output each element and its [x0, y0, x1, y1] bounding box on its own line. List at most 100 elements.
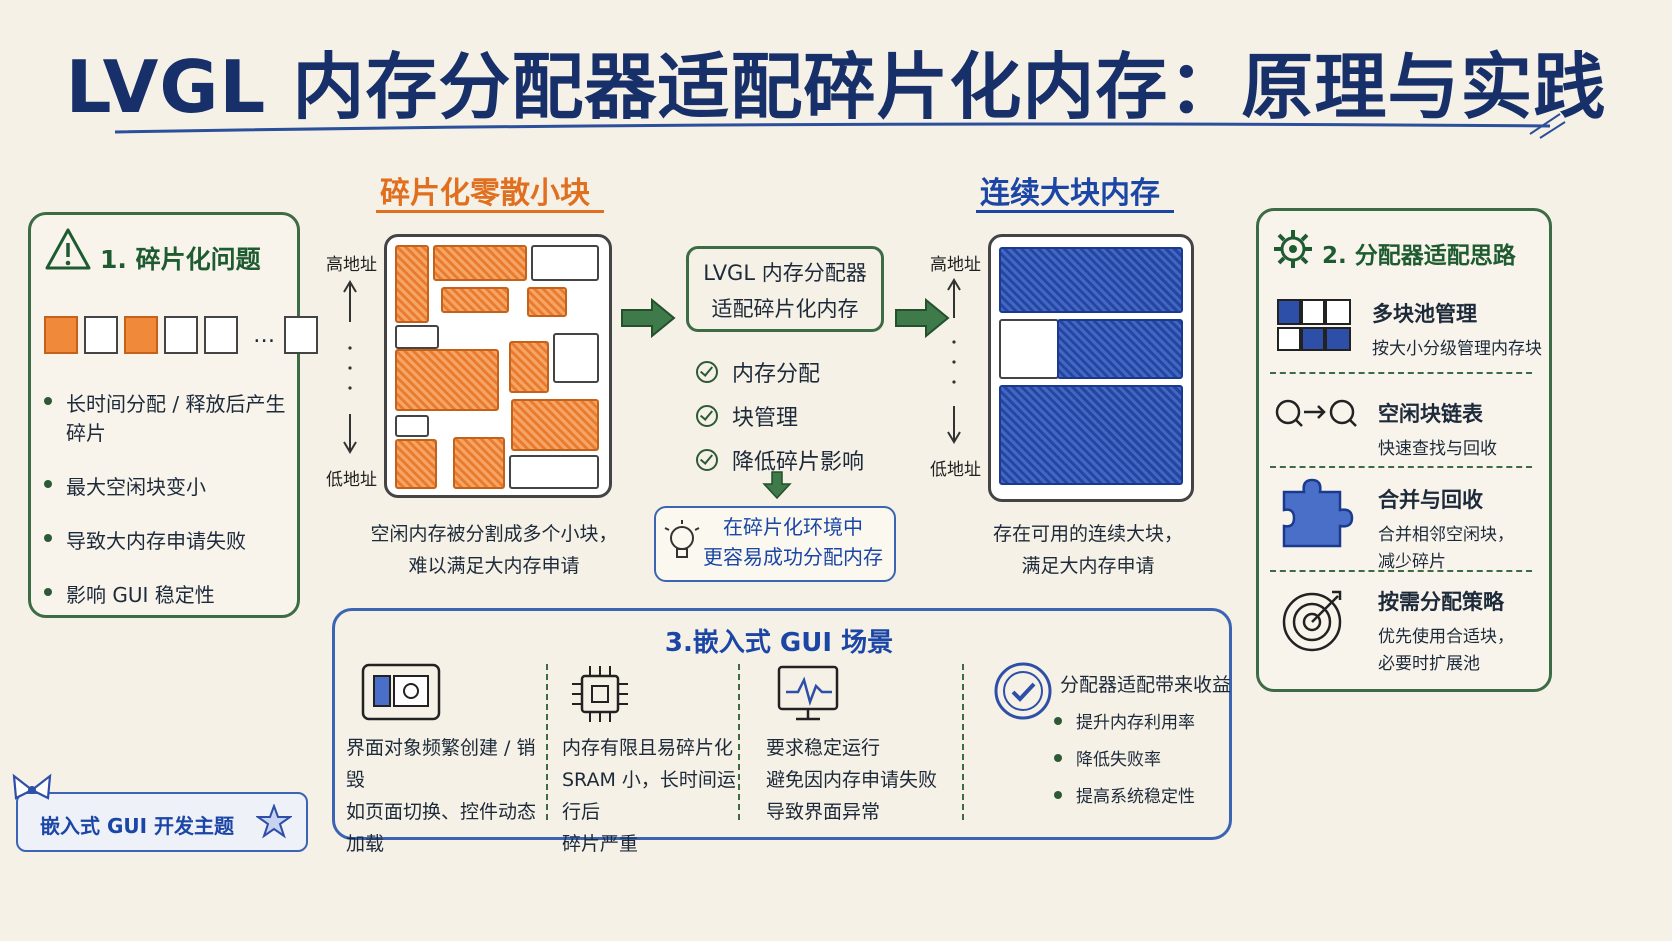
free-block — [395, 415, 429, 437]
used-block — [433, 245, 527, 281]
benefit-item: 提升内存利用率 — [1050, 708, 1220, 733]
contiguous-memory-map — [988, 234, 1194, 502]
fragmented-underline — [376, 210, 604, 213]
bow-icon — [12, 773, 52, 800]
high-address-label: 高地址 — [930, 255, 981, 275]
used-block — [453, 437, 505, 489]
warning-icon — [45, 228, 91, 270]
strategy-desc: 必要时扩展池 — [1378, 654, 1480, 674]
contiguous-caption-line: 存在可用的连续大块， — [992, 523, 1183, 545]
puzzle-icon — [1282, 478, 1354, 548]
right-arrow-icon — [621, 298, 676, 338]
strategy-item: 按需分配策略 优先使用合适块， 必要时扩展池 — [1378, 586, 1542, 674]
check-icon — [696, 361, 718, 383]
allocator-box-line: 适配碎片化内存 — [711, 297, 859, 321]
tip-line: 更容易成功分配内存 — [703, 545, 883, 569]
allocator-strategy-panel — [1256, 208, 1552, 692]
strategy-item: 合并与回收 合并相邻空闲块， 减少碎片 — [1378, 484, 1542, 572]
free-block — [509, 455, 599, 489]
problem-list: 长时间分配 / 释放后产生碎片 最大空闲块变小 导致大内存申请失败 影响 GUI… — [40, 388, 290, 633]
target-icon — [1282, 590, 1342, 652]
divider — [1270, 570, 1532, 572]
used-block — [509, 341, 549, 393]
scenario-line: 避免因内存申请失败 — [766, 769, 938, 791]
scenario-column: 内存有限且易碎片化 SRAM 小，长时间运行后 碎片严重 — [562, 732, 738, 860]
strategy-desc: 快速查找与回收 — [1378, 439, 1497, 459]
low-address-label: 低地址 — [930, 460, 981, 480]
used-block — [395, 245, 429, 323]
scenario-line: 碎片严重 — [562, 833, 639, 855]
fragmented-heading: 碎片化零散小块 — [380, 176, 590, 211]
screen-icon — [361, 663, 441, 721]
free-block — [395, 325, 439, 349]
tip-box — [654, 506, 896, 582]
free-block — [999, 319, 1059, 379]
high-address-label: 高地址 — [326, 255, 377, 275]
chip-icon — [572, 666, 628, 722]
free-block — [553, 333, 599, 383]
check-icon — [696, 405, 718, 427]
title-underline — [114, 113, 1566, 139]
problem-item: 影响 GUI 稳定性 — [40, 579, 290, 608]
topic-tag-label: 嵌入式 GUI 开发主题 — [40, 814, 235, 838]
fragment-squares: … — [44, 316, 324, 354]
divider — [1270, 372, 1532, 374]
scenario-line: 如页面切换、控件动态加载 — [346, 801, 537, 855]
page-title: LVGL 内存分配器适配碎片化内存：原理与实践 — [65, 45, 1607, 129]
feature-label: 降低碎片影响 — [732, 450, 865, 475]
tip-line: 在碎片化环境中 — [723, 515, 863, 539]
used-block — [395, 439, 437, 489]
address-arrow — [343, 280, 357, 454]
problem-item: 导致大内存申请失败 — [40, 525, 290, 554]
strategy-title: 合并与回收 — [1378, 488, 1483, 512]
block-pool-icon — [1277, 299, 1351, 351]
strategy-item: 多块池管理 按大小分级管理内存块 — [1372, 298, 1542, 359]
gear-icon — [1274, 230, 1312, 268]
strategy-desc: 合并相邻空闲块， — [1378, 525, 1514, 545]
checkmark-badge-icon — [994, 662, 1052, 720]
address-arrow — [947, 278, 961, 444]
low-address-label: 低地址 — [326, 470, 377, 490]
divider — [1270, 466, 1532, 468]
scenario-column: 界面对象频繁创建 / 销毁 如页面切换、控件动态加载 — [346, 732, 542, 860]
right-arrow-icon — [895, 298, 950, 338]
scenario-line: 导致界面异常 — [766, 801, 881, 823]
fragmented-caption-line: 难以满足大内存申请 — [408, 555, 580, 577]
fragmented-memory-map — [384, 234, 612, 498]
tip-text: 在碎片化环境中 更容易成功分配内存 — [698, 512, 888, 572]
fragmentation-heading: 1. 碎片化问题 — [100, 245, 261, 274]
strategy-item: 空闲块链表 快速查找与回收 — [1378, 398, 1538, 459]
embedded-gui-panel — [332, 608, 1232, 840]
used-block — [441, 287, 509, 313]
contiguous-caption-line: 满足大内存申请 — [1021, 555, 1155, 577]
problem-item: 最大空闲块变小 — [40, 471, 290, 500]
strategy-desc: 减少碎片 — [1378, 552, 1446, 572]
embedded-gui-heading: 3.嵌入式 GUI 场景 — [664, 628, 894, 658]
strategy-heading: 2. 分配器适配思路 — [1322, 243, 1516, 269]
benefit-item: 提高系统稳定性 — [1050, 782, 1220, 807]
monitor-wave-icon — [777, 665, 839, 721]
scenario-line: 界面对象频繁创建 / 销毁 — [346, 737, 536, 791]
strategy-desc: 按大小分级管理内存块 — [1372, 339, 1542, 359]
fragmented-caption-line: 空闲内存被分割成多个小块， — [370, 523, 618, 545]
used-block — [999, 247, 1183, 313]
used-block — [395, 349, 499, 411]
problem-item: 长时间分配 / 释放后产生碎片 — [40, 388, 290, 446]
strategy-title: 多块池管理 — [1372, 302, 1477, 326]
benefits-list: 提升内存利用率 降低失败率 提高系统稳定性 — [1050, 708, 1220, 819]
column-divider — [962, 664, 964, 820]
lightbulb-icon — [664, 520, 700, 558]
scenario-column: 要求稳定运行 避免因内存申请失败 导致界面异常 — [766, 732, 960, 828]
benefit-item: 降低失败率 — [1050, 745, 1220, 770]
used-block — [527, 287, 567, 317]
feature-label: 内存分配 — [732, 362, 821, 387]
strategy-title: 空闲块链表 — [1378, 402, 1483, 426]
used-block — [511, 399, 599, 451]
fragmentation-problem-panel — [28, 212, 300, 618]
contiguous-underline — [976, 210, 1174, 213]
used-block — [999, 385, 1183, 485]
allocator-box-line: LVGL 内存分配器 — [703, 261, 867, 285]
contiguous-heading: 连续大块内存 — [980, 176, 1160, 211]
free-block — [531, 245, 599, 281]
check-icon — [696, 449, 718, 471]
